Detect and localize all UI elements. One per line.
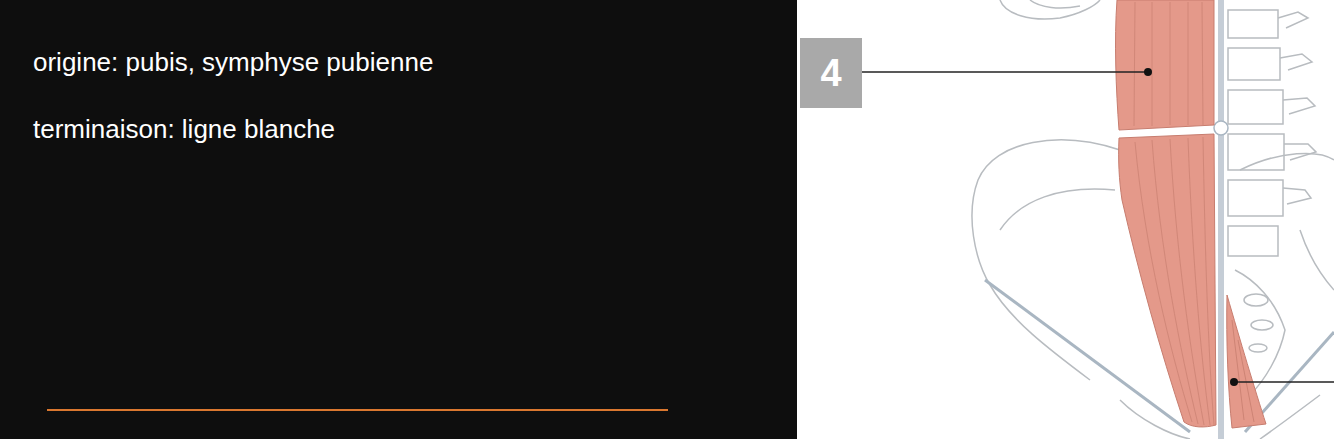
muscle-note: terminaison: ligne blanche [33,114,335,144]
skeleton-outline [972,0,1334,439]
white-panel [797,0,1334,439]
dark-panel [0,0,797,439]
muscle-note: origine: pubis, symphyse pubienne [33,47,433,77]
umbilicus [1214,121,1228,135]
accent-line [47,409,668,411]
rectus-abdominis [1116,0,1216,427]
callout-number: 4 [820,53,841,93]
pyramidalis [1227,295,1266,428]
callout-box: 4 [800,38,862,108]
leader-line [862,68,1334,386]
linea-alba [1218,0,1224,439]
